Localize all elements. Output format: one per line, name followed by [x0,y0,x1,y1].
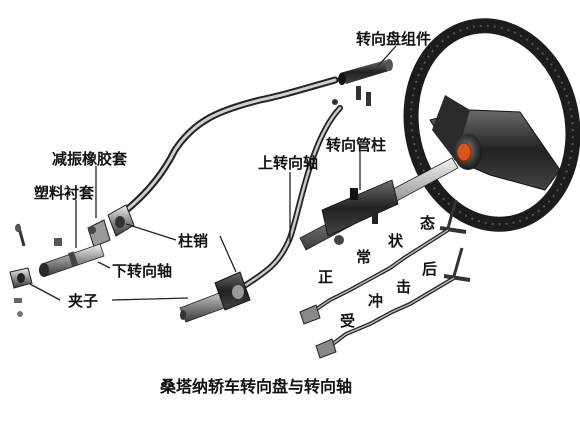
state-impact-char-3: 击 [396,278,411,296]
steering-wheel [403,18,580,232]
figure-caption: 桑塔纳轿车转向盘与转向轴 [159,377,352,396]
label-lower-shaft: 下转向轴 [112,262,172,280]
steering-column-tube [299,157,459,251]
intermediate-shaft [116,76,339,219]
upper-joint [87,204,135,248]
state-normal-char-4: 态 [420,214,435,232]
state-normal-char-1: 正 [318,268,333,286]
state-impact-char-2: 冲 [368,292,383,310]
state-impact-char-4: 后 [422,260,437,278]
loose-parts [9,223,96,317]
label-upper-shaft: 上转向轴 [258,154,318,172]
lower-joint [179,271,251,323]
label-steering-column-tube: 转向管柱 [326,136,386,154]
impact-state-schematic [315,247,471,359]
state-normal-char-2: 常 [356,248,371,266]
leader-lines [29,45,397,301]
upper-shaft [235,105,343,293]
lower-shaft [39,243,105,277]
label-plastic-bushing: 塑料衬套 [34,184,95,202]
label-clamp: 夹子 [68,292,98,310]
label-damper-rubber-sleeve: 减振橡胶套 [52,150,128,168]
state-normal-char-3: 状 [388,232,404,250]
label-pin: 柱销 [178,232,208,250]
column-upper-housing [332,59,393,106]
label-steering-wheel-assembly: 转向盘组件 [356,30,431,48]
normal-state-schematic [299,199,467,325]
state-impact-char-1: 受 [340,312,355,330]
